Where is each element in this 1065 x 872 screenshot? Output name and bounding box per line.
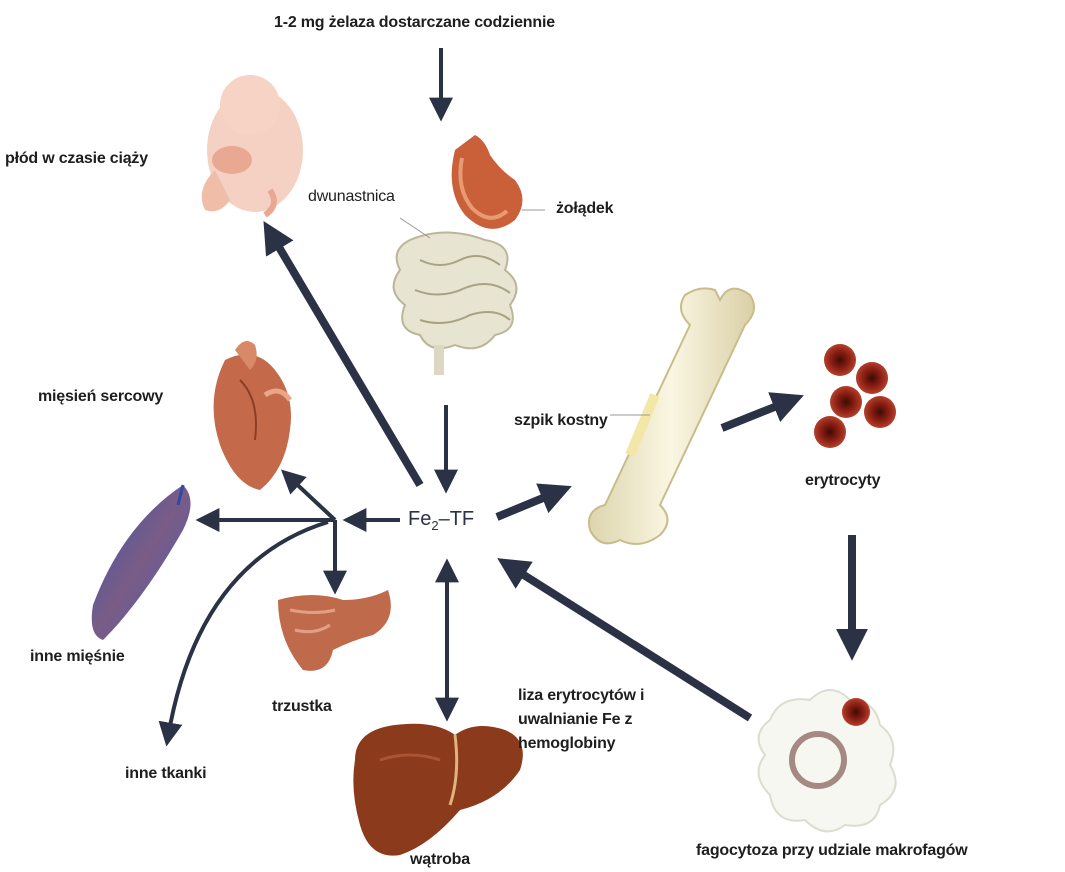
other-muscles-label: inne mięśnie: [30, 648, 125, 666]
pancreas-label: trzustka: [272, 698, 332, 716]
erythrocytes-illustration: [814, 344, 896, 448]
bone-marrow-label: szpik kostny: [514, 412, 608, 430]
duodenum-label: dwunastnica: [308, 188, 395, 206]
fetus-label: płód w czasie ciąży: [5, 150, 148, 168]
fe2-tf-suffix: –TF: [439, 508, 475, 530]
arrow-fe-tf-to-bone: [497, 491, 560, 517]
erythrocytes-label: erytrocyty: [805, 472, 880, 490]
arrows-thick: [270, 232, 852, 718]
other-tissues-label: inne tkanki: [125, 765, 206, 783]
digestive-illustration: [394, 135, 545, 375]
fe2-tf-main: Fe: [408, 508, 431, 530]
fe2-tf-node: Fe2–TF: [408, 508, 474, 533]
arrow-fe-tf-to-fetus: [270, 232, 420, 485]
bone-illustration: [589, 288, 754, 544]
liver-label: wątroba: [410, 851, 470, 869]
macrophage-illustration: [759, 690, 896, 831]
liver-illustration: [353, 724, 523, 856]
heart-label: mięsień sercowy: [38, 388, 163, 406]
heart-illustration: [214, 341, 291, 490]
fe2-tf-subscript: 2: [431, 518, 438, 533]
arrow-branch-to-heart: [288, 476, 335, 520]
muscle-illustration: [92, 485, 191, 640]
daily-iron-intake-label: 1-2 mg żelaza dostarczane codziennie: [274, 14, 555, 32]
erythrocyte-lysis-label: liza erytrocytów i uwalnianie Fe z hemog…: [518, 684, 678, 756]
phagocytosis-label: fagocytoza przy udziale makrofagów: [696, 842, 967, 860]
arrow-bone-to-erythrocytes: [722, 400, 792, 428]
fetus-illustration: [202, 75, 303, 215]
stomach-label: żołądek: [556, 200, 613, 218]
pancreas-illustration: [278, 590, 391, 671]
